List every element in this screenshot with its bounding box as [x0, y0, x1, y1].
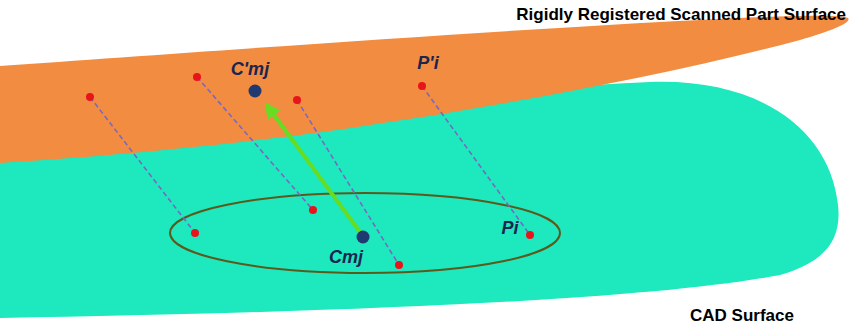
point-label: Cmj: [329, 248, 363, 268]
surface-title: Rigidly Registered Scanned Part Surface: [516, 5, 846, 25]
surface-shape: [0, 82, 839, 318]
scanned-surface: Rigidly Registered Scanned Part Surface: [0, 0, 860, 170]
surface-outline: [0, 0, 860, 170]
point-label: C'mj: [231, 60, 269, 80]
point-label: Pi: [501, 219, 518, 239]
point-label: P'i: [417, 54, 438, 74]
surface-title: CAD Surface: [690, 306, 794, 326]
